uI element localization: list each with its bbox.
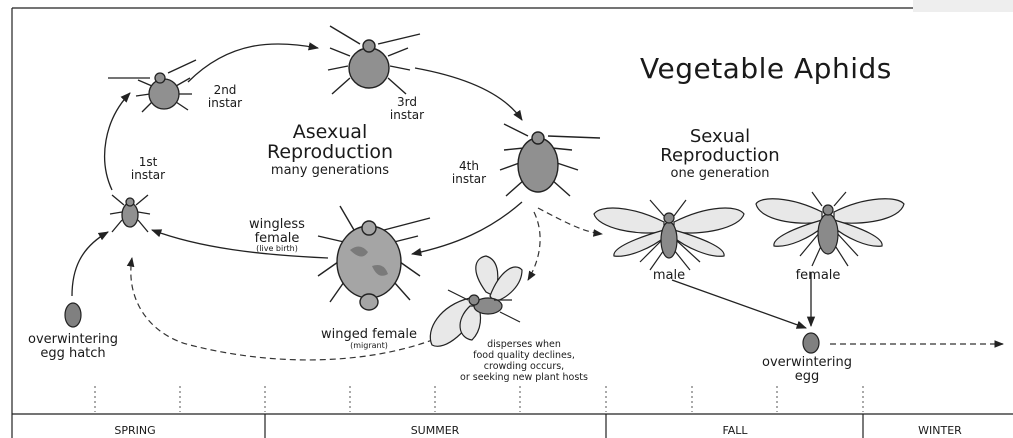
overwintering-egg-label: overwintering egg: [742, 356, 872, 383]
winged-female-aphid-icon: [430, 256, 522, 346]
first-instar-label: 1st instar: [126, 156, 170, 181]
dispersal-note: disperses when food quality declines, cr…: [436, 340, 612, 384]
arrow-4th-to-winged: [528, 212, 540, 280]
wingless-female-aphid-icon: [318, 206, 430, 310]
arrow-male-to-egg: [672, 280, 806, 328]
wingless-female-label-line1: wingless: [236, 218, 318, 232]
winged-female-label: winged female (migrant): [316, 328, 422, 350]
third-instar-label-line2: instar: [382, 109, 432, 122]
female-label: female: [788, 269, 848, 283]
arrow-4th-to-sexual: [538, 208, 602, 234]
male-label: male: [646, 269, 692, 283]
second-instar-label: 2nd instar: [200, 84, 250, 109]
arrow-2nd-to-3rd: [188, 44, 318, 82]
season-label-summer: SUMMER: [360, 425, 510, 437]
third-instar-label: 3rd instar: [382, 96, 432, 121]
egg-hatch-label-line1: overwintering: [18, 333, 128, 347]
diagram-title: Vegetable Aphids: [640, 54, 892, 83]
season-label-winter: WINTER: [880, 425, 1000, 437]
asexual-heading: Asexual Reproduction many generations: [250, 123, 410, 178]
asexual-heading-line1: Asexual: [250, 123, 410, 143]
third-instar-label-line1: 3rd: [382, 96, 432, 109]
first-instar-aphid-icon: [110, 195, 150, 232]
arrow-4th-to-wingless: [412, 202, 522, 254]
asexual-cycle-arrows: [72, 44, 811, 328]
sexual-subheading: one generation: [640, 167, 800, 181]
first-instar-label-line1: 1st: [126, 156, 170, 169]
sexual-heading: Sexual Reproduction one generation: [640, 128, 800, 180]
dispersal-note-line: or seeking new plant hosts: [436, 373, 612, 384]
season-label-spring: SPRING: [60, 425, 210, 437]
overwintering-egg-label-line1: overwintering: [742, 356, 872, 370]
live-birth-note: (live birth): [236, 245, 318, 253]
third-instar-aphid-icon: [328, 26, 420, 94]
fourth-instar-label-line1: 4th: [444, 160, 494, 173]
top-right-tab: [913, 0, 1013, 12]
season-label-fall: FALL: [660, 425, 810, 437]
egg-hatch-label-line2: egg hatch: [18, 347, 128, 361]
fourth-instar-label: 4th instar: [444, 160, 494, 185]
first-instar-label-line2: instar: [126, 169, 170, 182]
egg-hatch-label: overwintering egg hatch: [18, 333, 128, 360]
asexual-heading-line2: Reproduction: [250, 143, 410, 163]
female-winged-aphid-icon: [756, 192, 904, 266]
season-tick-marks: [95, 386, 863, 412]
migrant-note: (migrant): [316, 342, 422, 350]
fourth-instar-aphid-icon: [500, 124, 600, 196]
winged-female-label-text: winged female: [316, 328, 422, 342]
sexual-heading-line2: Reproduction: [640, 147, 800, 166]
arrow-egg-to-1st: [72, 232, 108, 296]
fourth-instar-label-line2: instar: [444, 173, 494, 186]
wingless-female-label-line2: female: [236, 232, 318, 246]
second-instar-label-line1: 2nd: [200, 84, 250, 97]
sexual-egg-icon: [803, 333, 819, 353]
asexual-subheading: many generations: [250, 164, 410, 178]
second-instar-label-line2: instar: [200, 97, 250, 110]
male-winged-aphid-icon: [594, 200, 744, 270]
wingless-female-label: wingless female (live birth): [236, 218, 318, 254]
overwintering-egg-icon: [65, 303, 81, 327]
overwintering-egg-label-line2: egg: [742, 370, 872, 384]
